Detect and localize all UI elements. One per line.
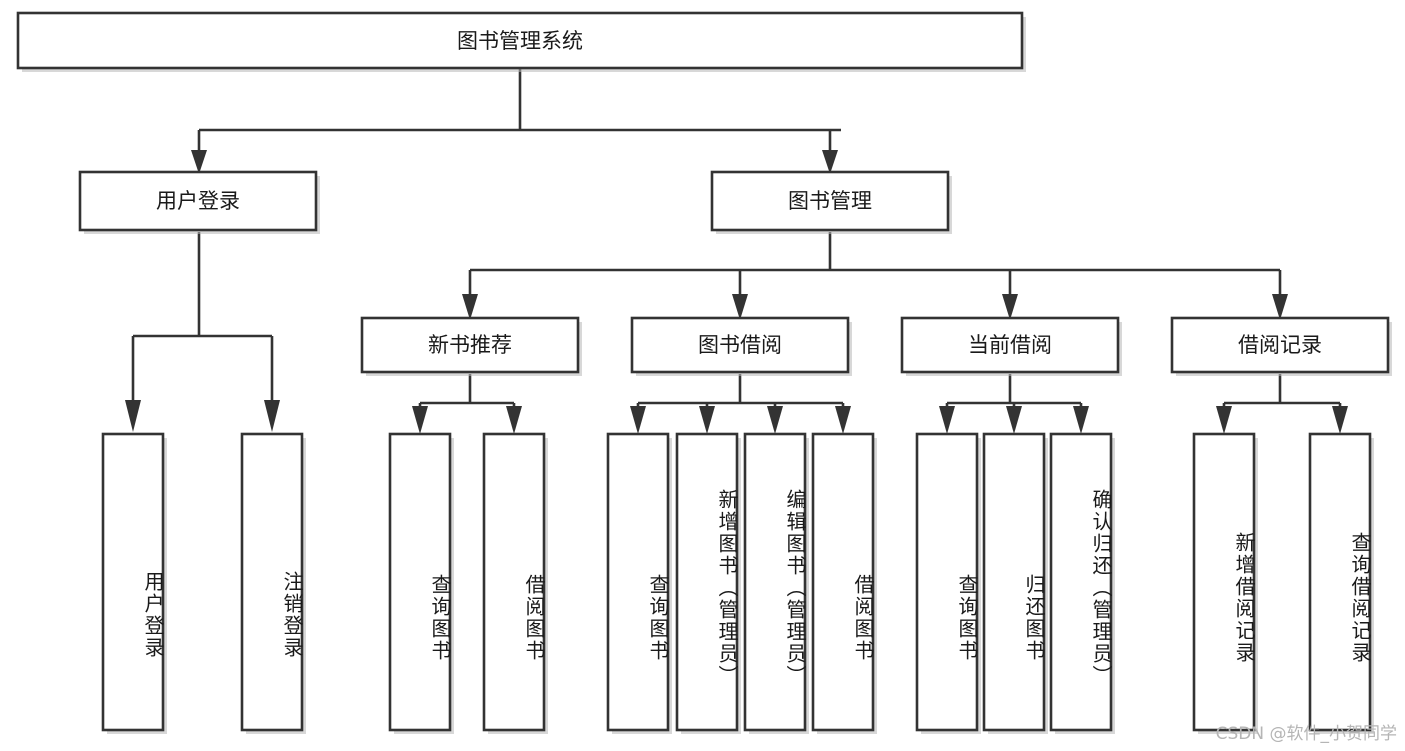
node-box-new-book-rec[interactable] xyxy=(360,316,580,374)
node-group: 图书管理系统 用户登录 图书管理 新书推荐 图书借阅 当前借阅 借阅记录 xyxy=(16,11,1392,734)
node-label-new-book-rec: 新书推荐 xyxy=(428,333,512,357)
arrow-leaf-borrow-book-1 xyxy=(506,406,522,434)
arrow-new-book-rec xyxy=(462,294,478,320)
arrow-leaf-add-book xyxy=(699,406,715,434)
leaf-box-query-book-1[interactable] xyxy=(388,432,452,732)
csdn-watermark: CSDN @软件_小贺同学 xyxy=(1215,724,1397,744)
node-label-user-login: 用户登录 xyxy=(156,189,240,213)
node-label-current-borrow: 当前借阅 xyxy=(968,333,1052,357)
arrow-leaf-borrow-book-2 xyxy=(835,406,851,434)
root-node-label: 图书管理系统 xyxy=(457,29,583,53)
leaf-box-return-book[interactable] xyxy=(982,432,1046,732)
arrow-leaf-add-record xyxy=(1216,406,1232,434)
leaf-box-add-book[interactable] xyxy=(675,432,739,732)
arrow-leaf-query-book-3 xyxy=(939,406,955,434)
arrow-borrow-record xyxy=(1272,294,1288,320)
arrow-user-login xyxy=(191,150,207,174)
leaf-box-user-logout[interactable] xyxy=(240,432,304,732)
arrow-leaf-return-book xyxy=(1006,406,1022,434)
arrow-leaf-query-record xyxy=(1332,406,1348,434)
leaf-box-query-record[interactable] xyxy=(1308,432,1372,732)
leaf-box-query-book-2[interactable] xyxy=(606,432,670,732)
node-label-book-manage: 图书管理 xyxy=(788,189,872,213)
arrow-leaf-user-login xyxy=(125,400,141,432)
leaf-box-confirm-return[interactable] xyxy=(1049,432,1113,732)
root-node-box[interactable] xyxy=(16,11,1024,70)
arrow-leaf-edit-book xyxy=(767,406,783,434)
node-box-current-borrow[interactable] xyxy=(900,316,1120,374)
arrow-book-borrow xyxy=(732,294,748,320)
leaf-box-borrow-book-1[interactable] xyxy=(482,432,546,732)
arrow-leaf-confirm-return xyxy=(1073,406,1089,434)
arrow-leaf-query-book-1 xyxy=(412,406,428,434)
arrow-current-borrow xyxy=(1002,294,1018,320)
arrow-leaf-query-book-2 xyxy=(630,406,646,434)
node-box-borrow-record[interactable] xyxy=(1170,316,1390,374)
edge-group xyxy=(125,68,1348,434)
arrow-book-manage xyxy=(822,150,838,174)
leaf-box-query-book-3[interactable] xyxy=(915,432,979,732)
node-label-borrow-record: 借阅记录 xyxy=(1238,333,1322,357)
leaf-box-user-login[interactable] xyxy=(101,432,165,732)
node-box-book-borrow[interactable] xyxy=(630,316,850,374)
arrow-leaf-user-logout xyxy=(264,400,280,432)
node-box-book-manage[interactable] xyxy=(710,170,950,232)
node-box-user-login[interactable] xyxy=(78,170,318,232)
node-label-book-borrow: 图书借阅 xyxy=(698,333,782,357)
leaf-box-add-record[interactable] xyxy=(1192,432,1256,732)
leaf-box-borrow-book-2[interactable] xyxy=(811,432,875,732)
leaf-box-edit-book[interactable] xyxy=(743,432,807,732)
